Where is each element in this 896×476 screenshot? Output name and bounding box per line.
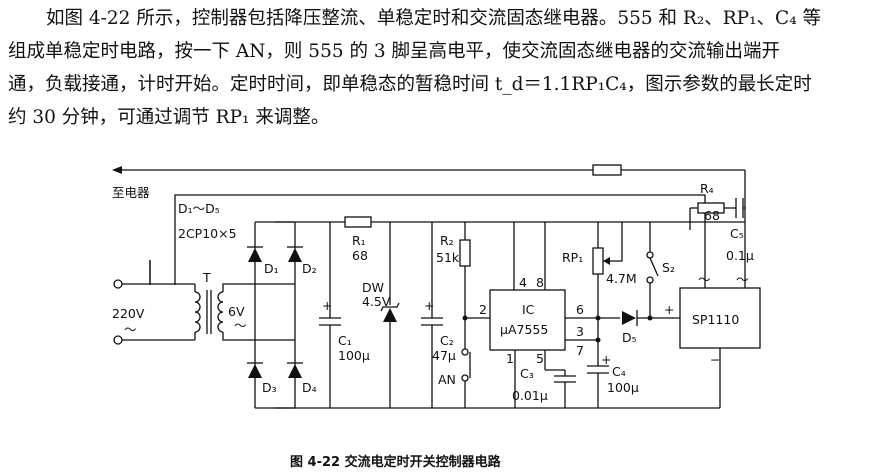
zener-dw [380, 222, 400, 408]
diode-d4 [288, 364, 302, 378]
label-ac-symbol: ～ [124, 322, 137, 337]
mains-input [113, 260, 195, 345]
label-c5-value: 0.1μ [726, 248, 754, 263]
label-c1-plus: + [322, 298, 332, 313]
label-d2: D₂ [302, 261, 317, 276]
label-pin5: 5 [536, 351, 544, 366]
switch-s2 [646, 251, 659, 321]
label-c4: C₄ [612, 364, 626, 379]
label-diodes-type: 2CP10×5 [178, 226, 237, 241]
label-r4: R₄ [700, 181, 714, 196]
label-c2: C₂ [440, 333, 454, 348]
label-r4-value: 68 [704, 208, 720, 223]
capacitor-c3 [545, 369, 576, 408]
label-ssr: SP1110 [692, 312, 739, 327]
label-r1-value: 68 [352, 248, 368, 263]
label-transformer: T [202, 270, 211, 285]
bridge-rectifier [247, 221, 303, 409]
label-r1: R₁ [352, 233, 366, 248]
label-ic-model: μA7555 [500, 322, 548, 337]
label-c2-value: 47μ [432, 348, 456, 363]
label-pin7: 7 [576, 343, 584, 358]
label-to-appliance: 至电器 [112, 185, 150, 200]
positive-rail [275, 216, 745, 252]
description-text: 如图 4-22 所示，控制器包括降压整流、单稳定时和交流固态继电器。555 和 … [8, 2, 888, 134]
button-an [461, 348, 471, 408]
resistor-r1 [344, 216, 372, 228]
capacitor-c4 [587, 365, 609, 408]
label-r2: R₂ [440, 233, 454, 248]
label-dw: DW [362, 280, 384, 295]
description-line-3: 通，负载接通，计时开始。定时时间，即单稳态的暂稳时间 t_d＝1.1RP₁C₄，… [8, 74, 812, 95]
label-c1-value: 100μ [338, 348, 370, 363]
label-ic: IC [522, 302, 535, 317]
snubber-r4-c5 [689, 198, 746, 288]
label-c2-plus: + [424, 298, 434, 313]
label-ssr-ac-right: ～ [736, 272, 749, 287]
label-ssr-minus: − [710, 352, 720, 367]
label-input-voltage: 220V [112, 306, 145, 321]
label-c5: C₅ [730, 226, 744, 241]
label-r2-value: 51k [436, 250, 460, 265]
diode-d5 [622, 310, 680, 326]
label-secondary-voltage: 6V [228, 304, 245, 319]
label-pin4: 4 [519, 275, 527, 290]
label-c4-value: 100μ [607, 380, 639, 395]
diode-d2 [288, 248, 302, 262]
label-an: AN [438, 372, 456, 387]
capacitor-c1 [319, 222, 341, 408]
transformer [194, 283, 255, 341]
description-line-2: 组成单稳定时电路，按一下 AN，则 555 的 3 脚呈高电平，使交流固态继电器… [8, 41, 781, 62]
diode-d3 [248, 364, 262, 378]
label-pin6: 6 [576, 302, 584, 317]
label-d3: D₃ [262, 380, 277, 395]
label-pin2: 2 [479, 302, 487, 317]
label-pin8: 8 [536, 275, 544, 290]
label-d4: D₄ [302, 380, 317, 395]
label-dw-value: 4.5V [362, 294, 391, 309]
label-secondary-ac: ～ [234, 318, 247, 333]
description-line-1: 如图 4-22 所示，控制器包括降压整流、单稳定时和交流固态继电器。555 和 … [46, 8, 821, 29]
figure-caption: 图 4-22 交流电定时开关控制器电路 [290, 454, 502, 470]
label-rp1: RP₁ [562, 250, 583, 265]
solid-state-relay [679, 287, 761, 408]
description-line-4: 约 30 分钟，可通过调节 RP₁ 来调整。 [8, 107, 330, 128]
label-rp1-value: 4.7M [606, 271, 637, 286]
label-diodes-range: D₁～D₅ [178, 201, 220, 216]
label-ssr-plus: + [664, 302, 674, 317]
label-c3-value: 0.01μ [512, 388, 548, 403]
label-pin3: 3 [576, 324, 584, 339]
resistor-r2 [459, 222, 490, 350]
capacitor-c2 [421, 222, 443, 408]
output-wire [112, 164, 746, 208]
potentiometer-rp1 [592, 222, 623, 366]
label-d1: D₁ [264, 261, 279, 276]
arrow-icon [112, 166, 122, 174]
label-pin1: 1 [506, 351, 514, 366]
label-c3: C₃ [520, 366, 534, 381]
label-ssr-ac-left: ～ [698, 272, 711, 287]
label-c4-plus: + [601, 352, 611, 367]
diode-d1 [248, 248, 262, 262]
label-c1: C₁ [338, 333, 352, 348]
ic-555 [489, 222, 620, 408]
label-d5: D₅ [622, 330, 637, 345]
label-s2: S₂ [662, 260, 675, 275]
